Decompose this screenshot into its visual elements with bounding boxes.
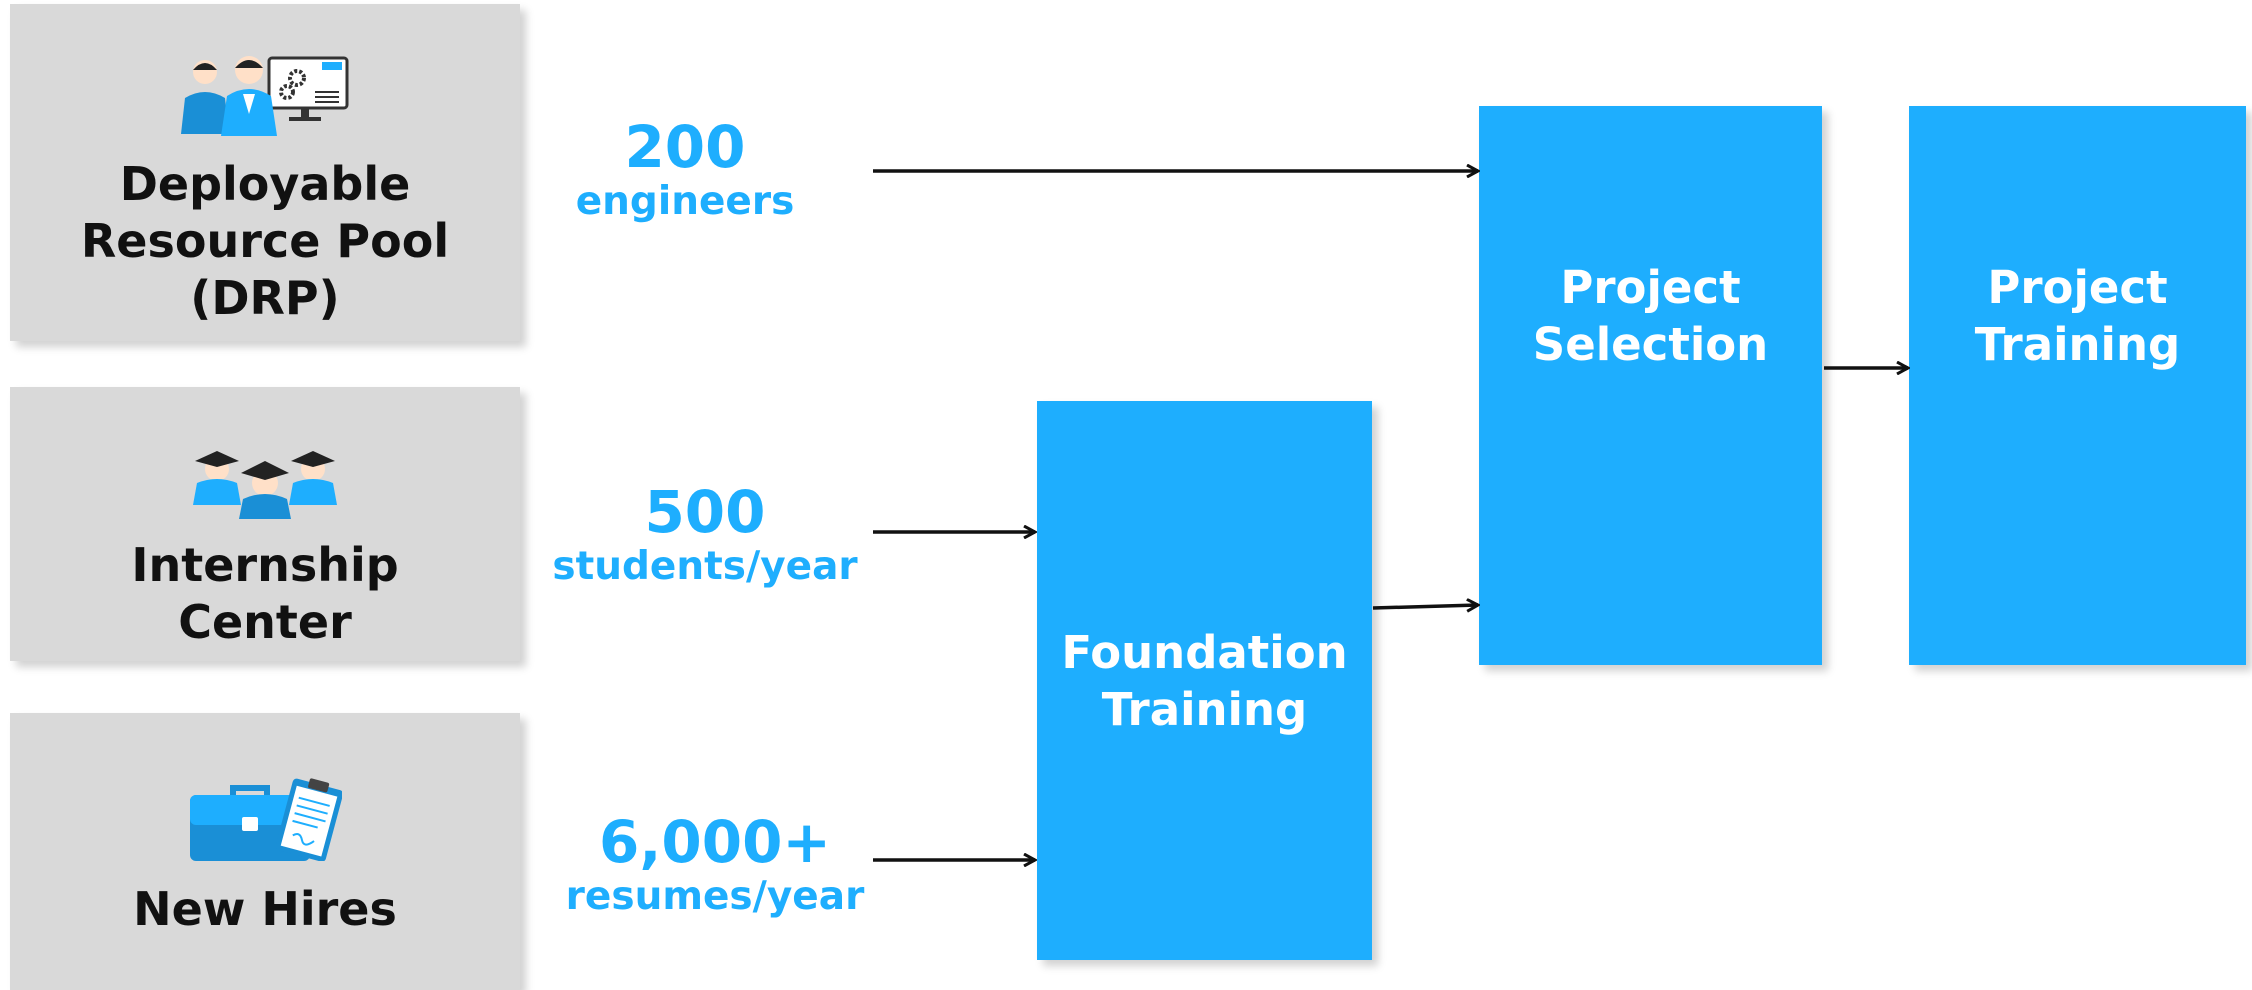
source-internship: Internship Center [10, 387, 520, 661]
stat-resumes-unit: resumes/year [565, 874, 865, 919]
graduates-icon [193, 451, 337, 519]
source-new-hires: New Hires [10, 713, 520, 990]
stat-engineers: 200 engineers [560, 115, 810, 225]
briefcase-clipboard-icon [190, 778, 342, 861]
source-internship-label-text: Internship Center [131, 538, 399, 649]
source-drp: Deployable Resource Pool (DRP) [10, 4, 520, 341]
stat-resumes: 6,000+ resumes/year [555, 810, 875, 920]
stat-engineers-unit: engineers [575, 179, 795, 224]
source-new-hires-label: New Hires [133, 881, 397, 938]
stat-students-unit: students/year [552, 544, 858, 589]
source-internship-label: Internship Center [131, 537, 398, 651]
stage-project-selection: Project Selection [1479, 106, 1822, 665]
stage-project-training-label: Project Training [1974, 260, 2181, 371]
stat-students-number: 500 [644, 478, 766, 546]
source-drp-label-text: Deployable Resource Pool (DRP) [80, 157, 450, 325]
stat-resumes-number: 6,000+ [598, 808, 832, 876]
stage-foundation-training-label: Foundation Training [1061, 625, 1348, 736]
arrow-foundation-to-selection [1372, 605, 1478, 608]
source-drp-label: Deployable Resource Pool (DRP) [81, 156, 449, 327]
stat-students: 500 students/year [540, 480, 870, 590]
engineers-monitor-icon [181, 56, 349, 136]
stat-engineers-number: 200 [624, 113, 746, 181]
stage-foundation-training: Foundation Training [1037, 401, 1372, 960]
stage-project-training: Project Training [1909, 106, 2246, 665]
stage-project-selection-label: Project Selection [1532, 260, 1769, 371]
source-new-hires-label-text: New Hires [133, 882, 397, 936]
